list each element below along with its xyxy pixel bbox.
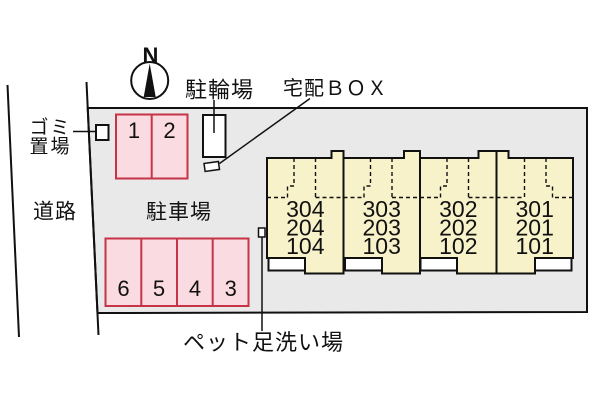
unit-stair-dashes (267, 158, 344, 199)
room-number: 301 (516, 196, 554, 222)
pet-wash-box (257, 227, 266, 238)
delivery-box-box (203, 160, 221, 173)
delivery-box-label: 宅配ＢＯＸ (283, 77, 388, 100)
garbage-area: ゴミ 置場 (29, 117, 110, 158)
compass-needle-icon (143, 63, 156, 97)
unit-outline (495, 150, 574, 275)
pet-wash-area: ペット足洗い場 (183, 227, 344, 355)
garbage-box (95, 124, 110, 141)
unit-stair-dashes (420, 158, 497, 199)
room-number: 104 (286, 233, 325, 259)
unit-entrance-porch (419, 257, 458, 272)
road-left-line (6, 84, 20, 338)
garbage-label-line2: 置場 (29, 136, 71, 158)
parking-space-4: 4 (189, 276, 201, 301)
room-number: 304 (286, 196, 325, 222)
unit-entrance-porch (534, 257, 573, 272)
parking-space-5: 5 (153, 276, 165, 301)
compass: N (130, 43, 170, 100)
pet-wash-label: ペット足洗い場 (183, 330, 344, 355)
bicycle-parking-label: 駐輪場 (185, 78, 254, 103)
room-number: 302 (439, 196, 477, 222)
building-unit-4: 301 201 101 (495, 150, 574, 275)
parking-row-bottom: 6 5 4 3 (104, 237, 250, 307)
room-number: 102 (439, 233, 477, 259)
parking-space-2: 2 (163, 118, 175, 143)
room-number: 103 (363, 233, 401, 259)
delivery-box-leader-line (219, 97, 311, 165)
bicycle-parking: 駐輪場 (185, 78, 254, 158)
unit-stair-dashes (343, 158, 420, 199)
unit-entrance-porch (344, 257, 383, 272)
delivery-box: 宅配ＢＯＸ (203, 77, 388, 173)
building-unit-3: 302 202 102 (419, 150, 498, 275)
building-unit-1: 304 204 104 (266, 150, 345, 275)
building-unit-2: 303 203 103 (342, 150, 421, 275)
unit-entrance-porch (267, 257, 306, 272)
room-number: 303 (363, 196, 401, 222)
room-number: 202 (439, 215, 477, 241)
room-number: 204 (286, 215, 325, 241)
parking-label: 駐車場 (146, 201, 212, 224)
room-number: 101 (516, 233, 554, 259)
parking-space-6: 6 (117, 276, 129, 301)
unit-stair-dashes (496, 158, 573, 199)
parking-row-top: 1 2 (115, 113, 189, 180)
parking-space-3: 3 (225, 276, 237, 301)
site-left-boundary-line (85, 81, 100, 336)
road-label: 道路 (33, 201, 77, 224)
parking-space-1: 1 (128, 118, 140, 143)
room-number: 203 (363, 215, 401, 241)
room-number: 201 (516, 215, 554, 241)
garbage-label-line1: ゴミ (29, 117, 71, 139)
